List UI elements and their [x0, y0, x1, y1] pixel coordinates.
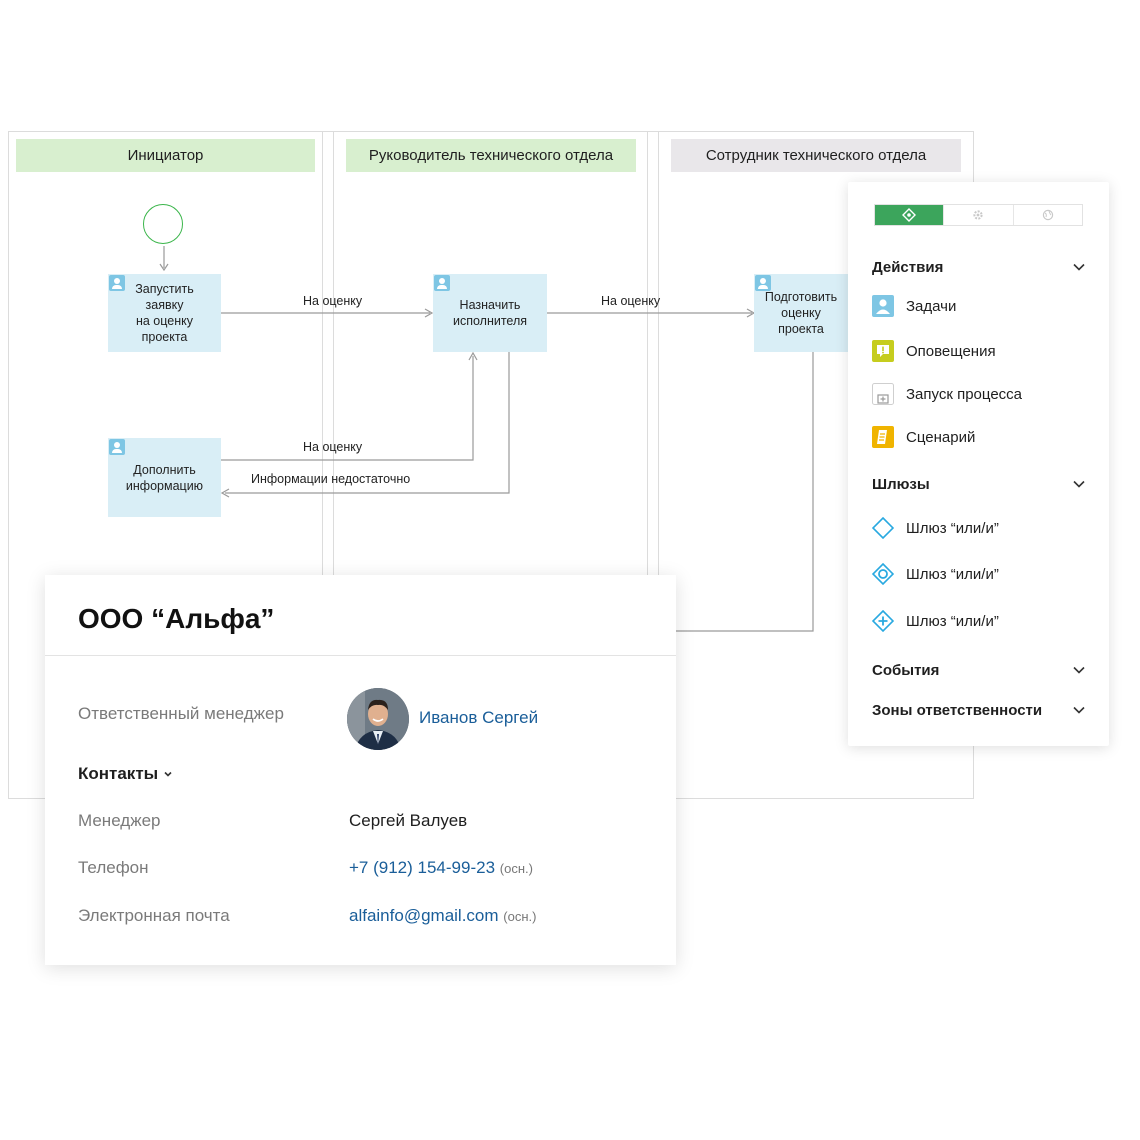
- script-icon: [872, 426, 894, 448]
- start-process-icon: [872, 383, 894, 405]
- contacts-title: Контакты: [78, 764, 159, 783]
- phone-label: Телефон: [78, 858, 149, 877]
- task-label: Дополнить информацию: [125, 462, 204, 493]
- company-title: ООО “Альфа”: [78, 603, 275, 634]
- chevron-down-icon: [1073, 480, 1085, 488]
- section-events-title: События: [872, 661, 940, 679]
- element-palette: Действия Задачи Оповещения Запуск процес…: [848, 182, 1109, 746]
- palette-item-label: Шлюз “или/и”: [906, 519, 999, 537]
- gateway-circle-icon: [871, 562, 895, 586]
- email-link[interactable]: alfainfo@gmail.com: [349, 906, 499, 925]
- section-gateways-title: Шлюзы: [872, 475, 930, 493]
- user-task-icon: [872, 295, 894, 317]
- responsible-manager-label: Ответственный менеджер: [78, 704, 284, 723]
- globe-icon: [1042, 209, 1054, 221]
- palette-item-script[interactable]: Сценарий: [872, 424, 975, 450]
- section-gateways[interactable]: Шлюзы: [872, 473, 1086, 495]
- user-task-icon: [434, 275, 450, 291]
- tab-global[interactable]: [1014, 205, 1082, 225]
- task-label: Назначить исполнителя: [452, 298, 528, 328]
- notification-icon: [872, 340, 894, 362]
- flow-label: Информации недостаточно: [251, 472, 411, 486]
- user-task-icon: [109, 275, 125, 291]
- avatar[interactable]: [347, 688, 409, 750]
- chevron-down-icon: [1073, 706, 1085, 714]
- email-label: Электронная почта: [78, 906, 230, 925]
- flow-label: На оценку: [601, 294, 661, 308]
- tab-elements[interactable]: [875, 205, 945, 225]
- section-actions[interactable]: Действия: [872, 256, 1086, 278]
- email-row: alfainfo@gmail.com (осн.): [349, 906, 536, 926]
- palette-item-gateway-2[interactable]: Шлюз “или/и”: [871, 561, 999, 587]
- chevron-down-icon: [1073, 263, 1085, 271]
- palette-item-gateway-3[interactable]: Шлюз “или/и”: [871, 608, 999, 634]
- palette-item-tasks[interactable]: Задачи: [872, 293, 956, 319]
- palette-item-label: Запуск процесса: [906, 385, 1023, 403]
- phone-row: +7 (912) 154-99-23 (осн.): [349, 858, 533, 878]
- palette-item-label: Шлюз “или/и”: [906, 612, 999, 630]
- task-add-info[interactable]: Дополнить информацию: [108, 438, 221, 517]
- chevron-down-icon: [164, 771, 172, 777]
- section-events[interactable]: События: [872, 659, 1086, 681]
- card-divider: [45, 655, 676, 656]
- palette-item-gateway-1[interactable]: Шлюз “или/и”: [871, 515, 999, 541]
- palette-tabs: [874, 204, 1083, 226]
- flow-label: На оценку: [303, 440, 363, 454]
- gateway-empty-icon: [871, 516, 895, 540]
- start-event[interactable]: [143, 204, 183, 244]
- lane-header-tech-head[interactable]: Руководитель технического отдела: [346, 139, 636, 172]
- task-label: Подготовить оценку проекта: [764, 290, 838, 336]
- manager-value: Сергей Валуев: [349, 811, 468, 830]
- contacts-toggle[interactable]: Контакты: [78, 764, 174, 784]
- palette-item-notifications[interactable]: Оповещения: [872, 338, 996, 364]
- section-zones-title: Зоны ответственности: [872, 701, 1043, 719]
- palette-item-label: Сценарий: [906, 428, 976, 446]
- responsible-manager-link[interactable]: Иванов Сергей: [419, 708, 539, 727]
- palette-item-label: Задачи: [906, 297, 957, 315]
- company-card: ООО “Альфа” Ответственный менеджер Ивано…: [45, 575, 676, 965]
- task-start-request[interactable]: Запустить заявку на оценку проекта: [108, 274, 221, 352]
- person-photo-icon: [347, 688, 409, 750]
- flow-label: На оценку: [303, 294, 363, 308]
- phone-link[interactable]: +7 (912) 154-99-23: [349, 858, 496, 877]
- section-actions-title: Действия: [872, 258, 944, 276]
- task-assign-executor[interactable]: Назначить исполнителя: [433, 274, 547, 352]
- manager-label: Менеджер: [78, 811, 161, 830]
- task-prepare-estimate[interactable]: Подготовить оценку проекта: [754, 274, 848, 352]
- chevron-down-icon: [1073, 666, 1085, 674]
- email-note: (осн.): [503, 909, 537, 924]
- user-task-icon: [109, 439, 125, 455]
- palette-item-start-process[interactable]: Запуск процесса: [872, 381, 1022, 407]
- palette-item-label: Шлюз “или/и”: [906, 565, 999, 583]
- lane-header-tech-employee[interactable]: Сотрудник технического отдела: [671, 139, 961, 172]
- section-zones[interactable]: Зоны ответственности: [872, 699, 1086, 721]
- phone-note: (осн.): [499, 861, 533, 876]
- gear-icon: [973, 210, 984, 220]
- palette-item-label: Оповещения: [906, 342, 996, 360]
- gateway-plus-icon: [871, 609, 895, 633]
- user-task-icon: [755, 275, 771, 291]
- tab-settings[interactable]: [944, 205, 1014, 225]
- task-label: Запустить заявку на оценку проекта: [135, 282, 194, 344]
- lane-header-initiator[interactable]: Инициатор: [16, 139, 315, 172]
- diamond-icon: [902, 208, 917, 222]
